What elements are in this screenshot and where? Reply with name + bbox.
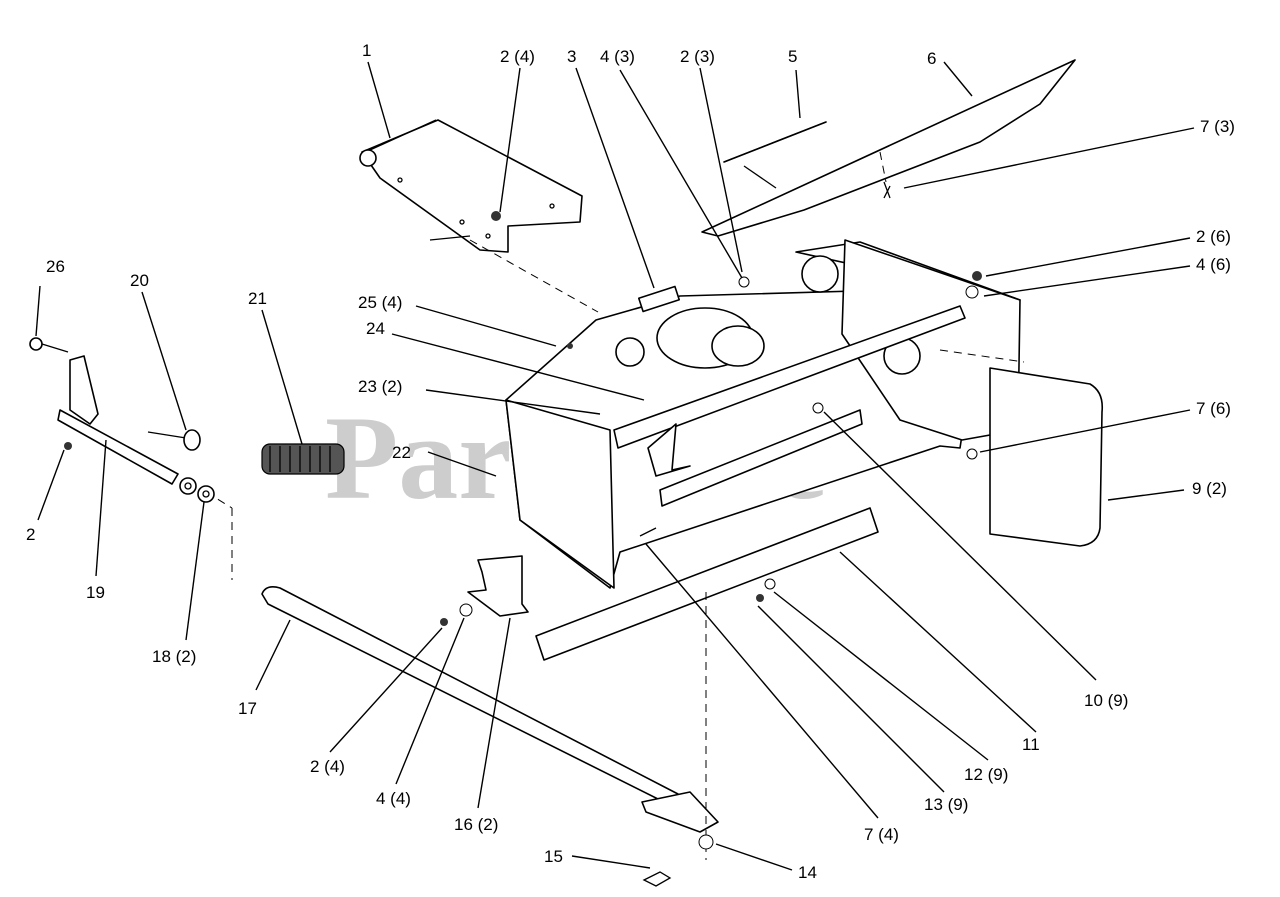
callout-2-4-top: 2 (4) xyxy=(500,47,535,66)
part-wear-bar xyxy=(535,507,879,661)
callout-7-6: 7 (6) xyxy=(1196,399,1231,418)
part-spring xyxy=(261,443,345,475)
callout-22: 22 xyxy=(392,443,411,462)
callout-25-4: 25 (4) xyxy=(358,293,402,312)
callout-24: 24 xyxy=(366,319,385,338)
callout-2-4-bottom: 2 (4) xyxy=(310,757,345,776)
callout-11: 11 xyxy=(1022,735,1040,754)
callout-3: 3 xyxy=(567,47,576,66)
callout-17: 17 xyxy=(238,699,257,718)
callout-13-9: 13 (9) xyxy=(924,795,968,814)
callout-9-2: 9 (2) xyxy=(1192,479,1227,498)
callout-19: 19 xyxy=(86,583,105,602)
callout-18-2: 18 (2) xyxy=(152,647,196,666)
callout-14: 14 xyxy=(798,863,817,882)
callout-12-9: 12 (9) xyxy=(964,765,1008,784)
part-side-shoe xyxy=(989,367,1104,547)
callout-4-3: 4 (3) xyxy=(600,47,635,66)
callout-16-2: 16 (2) xyxy=(454,815,498,834)
callout-21: 21 xyxy=(248,289,267,308)
callout-5: 5 xyxy=(788,47,797,66)
part-lift-rod xyxy=(205,491,719,860)
part-main-housing xyxy=(505,239,1021,589)
callout-23-2: 23 (2) xyxy=(358,377,402,396)
part-washer-18b xyxy=(197,485,215,503)
part-washer-18a xyxy=(179,477,197,495)
part-eye-bolt xyxy=(147,429,201,451)
callout-15: 15 xyxy=(544,847,563,866)
part-bracket xyxy=(467,555,529,617)
callout-6: 6 xyxy=(927,49,936,68)
part-handle-19 xyxy=(29,337,179,485)
callout-7-4: 7 (4) xyxy=(864,825,899,844)
callout-4-6: 4 (6) xyxy=(1196,255,1231,274)
part-lift-bracket xyxy=(359,119,599,313)
callout-1: 1 xyxy=(362,41,371,60)
callout-20: 20 xyxy=(130,271,149,290)
callout-2-3: 2 (3) xyxy=(680,47,715,66)
hardware-dots xyxy=(64,185,982,887)
callout-labels: 1 2 (4) 3 4 (3) 2 (3) 5 6 7 (3) 2 (6) 4 … xyxy=(26,41,1235,882)
leader-lines xyxy=(35,61,1195,871)
callout-26: 26 xyxy=(46,257,65,276)
callout-10-9: 10 (9) xyxy=(1084,691,1128,710)
callout-2: 2 xyxy=(26,525,35,544)
callout-4-4: 4 (4) xyxy=(376,789,411,808)
callout-2-6: 2 (6) xyxy=(1196,227,1231,246)
callout-7-3: 7 (3) xyxy=(1200,117,1235,136)
